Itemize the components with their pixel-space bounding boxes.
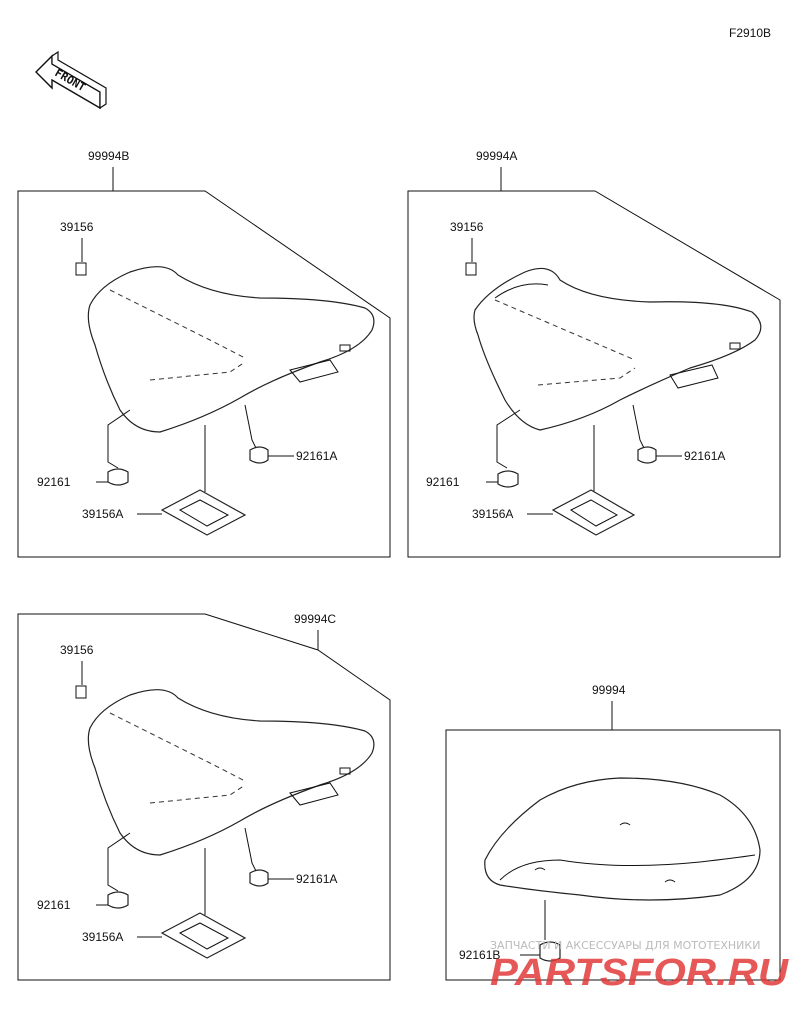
tag-part [465,262,477,276]
seat-part [87,689,375,856]
panel-99994C: 99994C 39156 92161 92161A 39156A [17,612,391,981]
cushion-right-label: 92161A [296,872,337,886]
watermark-caption: ЗАПЧАСТИ И АКСЕССУАРЫ ДЛЯ МОТОТЕХНИКИ [490,939,760,952]
tag-label: 39156 [60,220,94,234]
front-arrow-icon: FRONT [35,50,107,110]
seat-part [473,267,762,431]
pad-label: 39156A [472,507,513,521]
cushion-left-label: 92161 [37,898,71,912]
assembly-label: 99994B [88,149,129,163]
pad-label: 39156A [82,507,123,521]
panel-99994B: 99994B 39156 92161 92161A 39156A [17,149,391,558]
cushion-left-label: 92161 [37,475,71,489]
panel-99994A: 99994A 39156 92161 92161A 39156A [407,149,781,558]
assembly-label: 99994A [476,149,517,163]
cushion-right-part [249,446,269,464]
figure-code: F2910B [729,26,771,40]
pad-part [551,489,636,536]
cushion-right-part [249,869,269,887]
cushion-left-label: 92161 [426,475,460,489]
panel-99994: 99994 92161B [445,683,781,981]
pad-part [160,912,247,959]
tag-part [75,685,87,699]
seat-part [87,266,375,433]
cushion-part [539,941,561,962]
assembly-label: 99994 [592,683,626,697]
pad-part [160,489,247,536]
cushion-left-part [107,468,129,486]
cushion-left-part [107,891,129,909]
tag-part [75,262,87,276]
assembly-label: 99994C [294,612,336,626]
tag-label: 39156 [450,220,484,234]
cushion-right-label: 92161A [296,449,337,463]
cushion-right-part [637,446,657,464]
watermark-logo: PARTSFOR.RU [490,952,790,994]
seat-part [484,777,761,901]
pad-label: 39156A [82,930,123,944]
cushion-left-part [497,470,519,488]
tag-label: 39156 [60,643,94,657]
cushion-right-label: 92161A [684,449,725,463]
watermark: ЗАПЧАСТИ И АКСЕССУАРЫ ДЛЯ МОТОТЕХНИКИ PA… [490,939,790,994]
cushion-label: 92161B [459,948,500,962]
